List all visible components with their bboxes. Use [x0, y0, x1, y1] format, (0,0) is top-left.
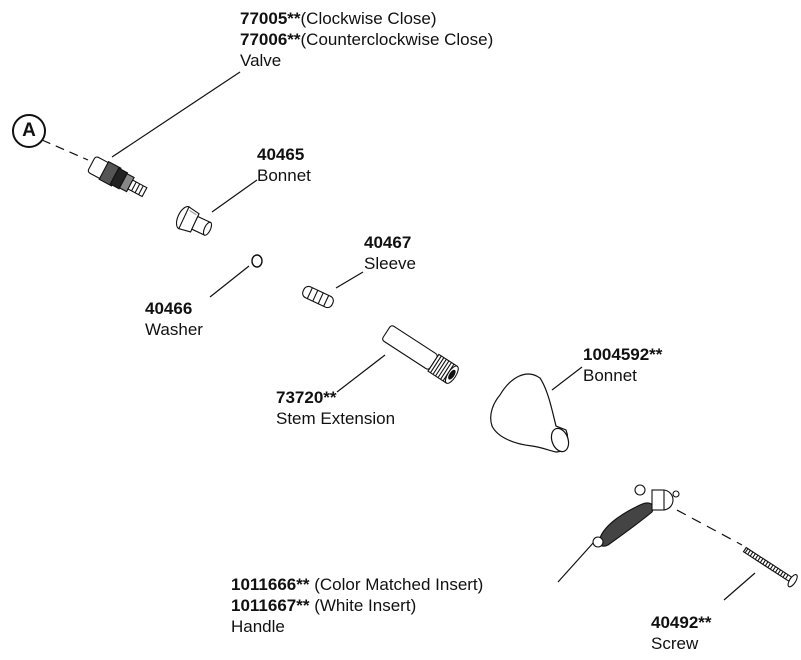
leader-handle: [557, 541, 595, 583]
stem-extension-name: Stem Extension: [276, 409, 396, 428]
stem-extension-part: [382, 325, 459, 384]
callout-circle-a: A: [12, 114, 46, 148]
leader-bonnet-large: [551, 366, 583, 391]
stem-extension-part-number: 73720**: [276, 388, 337, 407]
handle-note-1: (Color Matched Insert): [309, 575, 484, 594]
handle-note-2: (White Insert): [309, 596, 417, 615]
leader-bonnet-small: [211, 179, 258, 213]
axis-line-handle-screw: [661, 501, 743, 546]
label-sleeve: 40467 Sleeve: [364, 232, 416, 274]
leader-washer: [209, 265, 250, 298]
label-handle: 1011666** (Color Matched Insert) 1011667…: [231, 574, 483, 637]
axis-line-a: [41, 139, 89, 161]
leader-valve: [111, 71, 241, 158]
screw-part-number: 40492**: [651, 613, 712, 632]
bonnet-large-part-number: 1004592**: [583, 345, 663, 364]
leader-sleeve: [335, 271, 364, 289]
screw-part: [742, 546, 798, 588]
washer-name: Washer: [145, 320, 203, 339]
bonnet-large-name: Bonnet: [583, 366, 637, 385]
label-washer: 40466 Washer: [145, 298, 203, 340]
leader-screw: [723, 572, 756, 601]
washer-part: [251, 254, 263, 268]
label-bonnet-small: 40465 Bonnet: [257, 144, 311, 186]
valve-part: [87, 156, 148, 198]
callout-label-a: A: [22, 120, 36, 141]
bonnet-small-part: [175, 206, 213, 236]
label-valve: 77005**(Clockwise Close) 77006**(Counter…: [240, 8, 493, 71]
washer-part-number: 40466: [145, 299, 193, 318]
bonnet-small-part-number: 40465: [257, 145, 305, 164]
handle-name: Handle: [231, 617, 285, 636]
screw-name: Screw: [651, 634, 699, 653]
label-stem-extension: 73720** Stem Extension: [276, 387, 395, 429]
bonnet-large-part: [490, 373, 570, 453]
valve-note-2: (Counterclockwise Close): [300, 30, 494, 49]
sleeve-name: Sleeve: [364, 254, 416, 273]
sleeve-part: [302, 285, 334, 309]
handle-part-number-1: 1011666**: [231, 575, 310, 594]
valve-name: Valve: [240, 51, 282, 70]
label-screw: 40492** Screw: [651, 612, 712, 654]
bonnet-small-name: Bonnet: [257, 166, 311, 185]
valve-part-number-1: 77005**: [240, 9, 301, 28]
handle-part: [592, 484, 680, 548]
sleeve-part-number: 40467: [364, 233, 412, 252]
leader-stem-extension: [336, 354, 386, 393]
valve-part-number-2: 77006**: [240, 30, 301, 49]
handle-part-number-2: 1011667**: [231, 596, 310, 615]
valve-note-1: (Clockwise Close): [300, 9, 437, 28]
label-bonnet-large: 1004592** Bonnet: [583, 344, 662, 386]
